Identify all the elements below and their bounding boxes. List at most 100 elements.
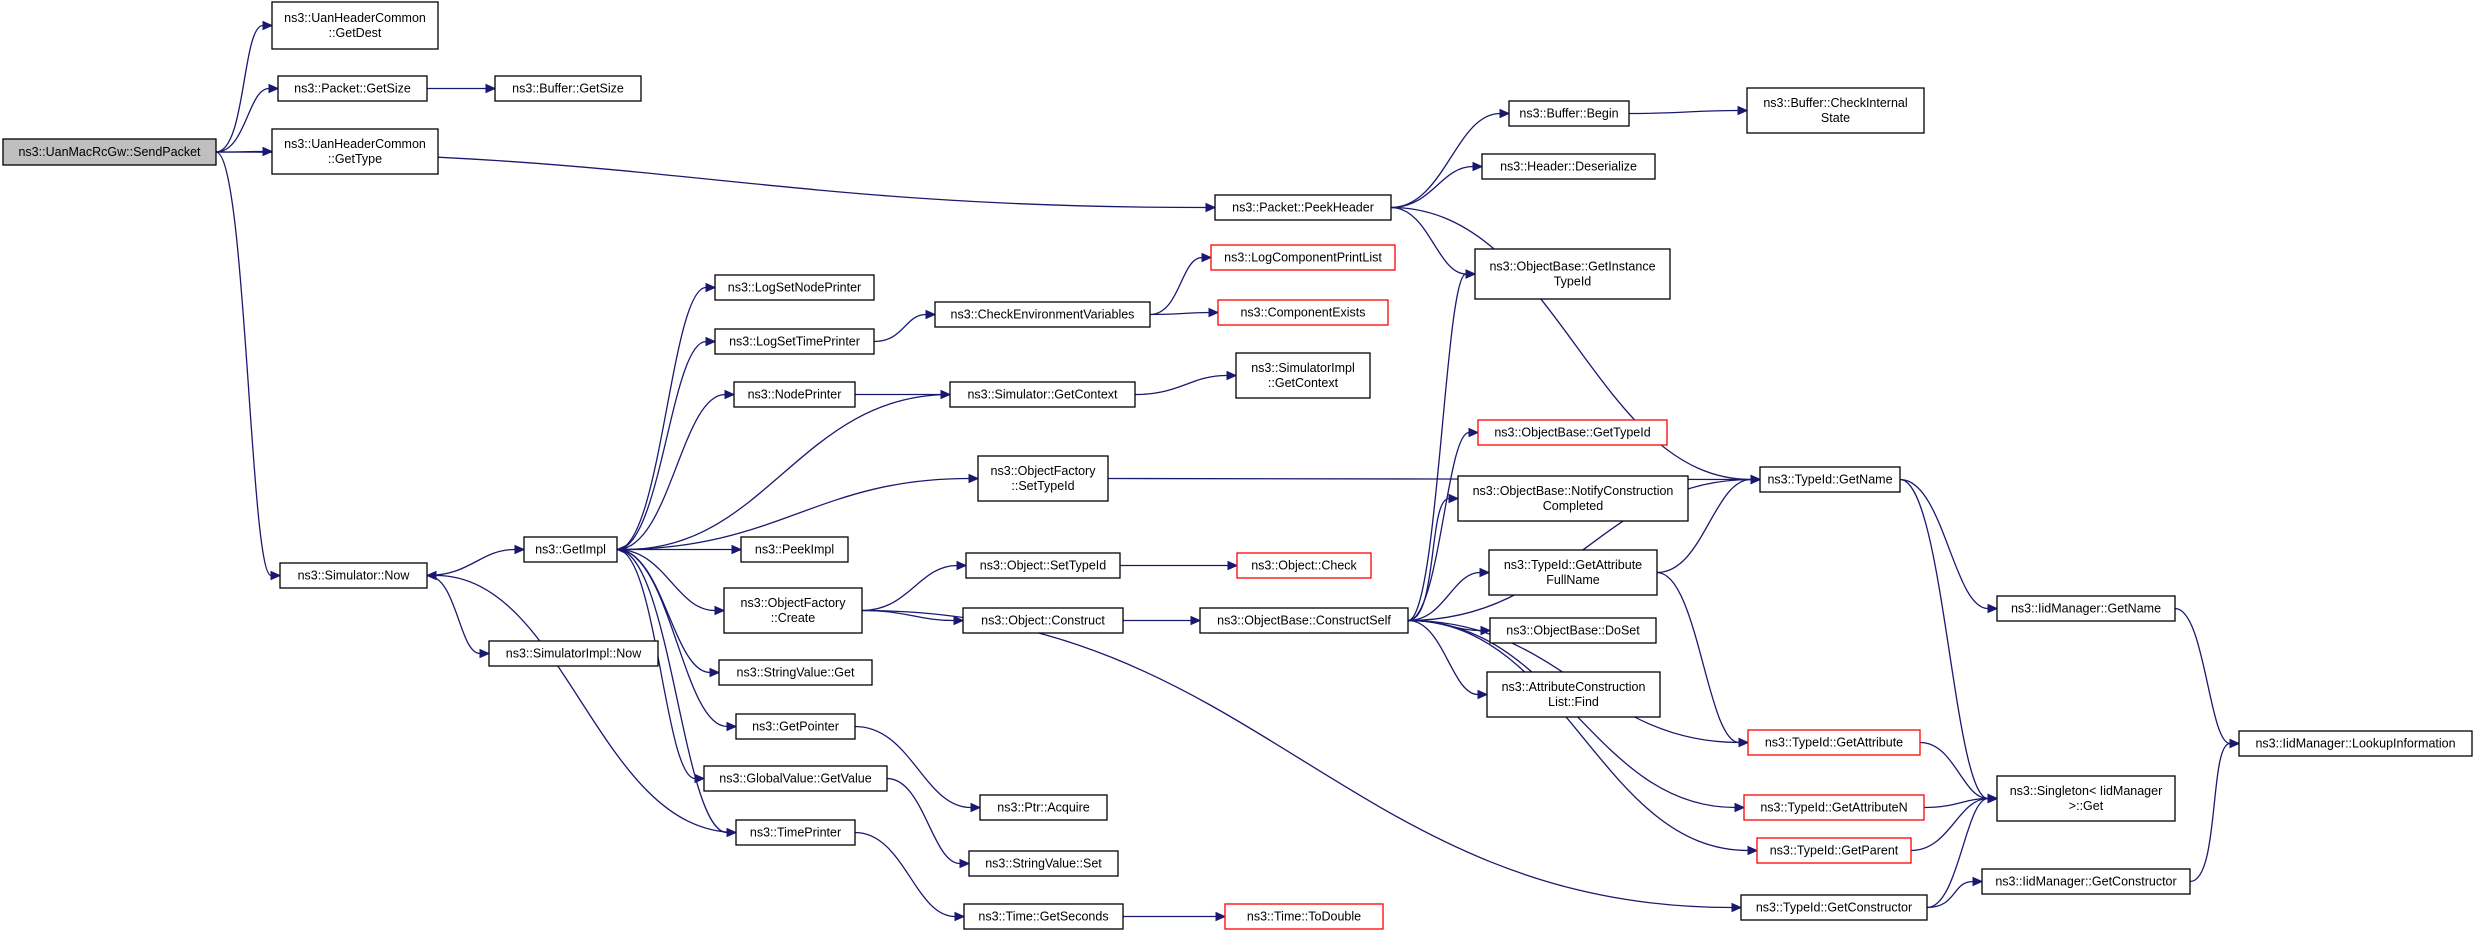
node-ns3-stringvalue-set[interactable]: ns3::StringValue::Set	[968, 850, 1119, 877]
edge-line	[1407, 571, 1481, 622]
node-ns3-objectbase-doset[interactable]: ns3::ObjectBase::DoSet	[1489, 617, 1657, 644]
node-ns3-peekimpl[interactable]: ns3::PeekImpl	[740, 536, 849, 563]
node-ns3-stringvalue-get[interactable]: ns3::StringValue::Get	[718, 659, 873, 686]
edge-line	[1926, 880, 1974, 909]
node-label: ns3::Singleton< IidManager	[2010, 784, 2163, 798]
node-ns3-iidmanager-lookupinformation[interactable]: ns3::IidManager::LookupInformation	[2238, 730, 2473, 757]
node-ns3-packet-getsize[interactable]: ns3::Packet::GetSize	[277, 75, 428, 102]
node-ns3-logsettimeprinter[interactable]: ns3::LogSetTimePrinter	[714, 328, 875, 355]
node-ns3-objectfactory-create[interactable]: ns3::ObjectFactory::Create	[723, 587, 863, 634]
node-ns3-simulatorimpl-getcontext[interactable]: ns3::SimulatorImpl::GetContext	[1235, 352, 1371, 399]
edge-ns3-simulator-now-to-ns3-getimpl	[426, 544, 526, 577]
node-ns3-time-todouble[interactable]: ns3::Time::ToDouble	[1224, 903, 1384, 930]
node-box	[1235, 352, 1371, 399]
node-ns3-packet-peekheader[interactable]: ns3::Packet::PeekHeader	[1214, 194, 1392, 221]
node-label: ns3::LogSetTimePrinter	[729, 335, 860, 349]
node-ns3-simulatorimpl-now[interactable]: ns3::SimulatorImpl::Now	[488, 640, 659, 667]
edge-line	[1628, 109, 1739, 115]
node-ns3-uanheadercommon-getdest[interactable]: ns3::UanHeaderCommon::GetDest	[271, 1, 439, 50]
node-ns3-objectfactory-settypeid[interactable]: ns3::ObjectFactory::SetTypeId	[977, 455, 1109, 502]
edge-ns3-getimpl-to-ns3-timeprinter	[616, 548, 738, 838]
node-label: ns3::ObjectBase::GetInstance	[1489, 260, 1655, 274]
node-label: ns3::LogComponentPrintList	[1224, 251, 1382, 265]
edge-arrowhead	[1734, 802, 1746, 813]
edge-ns3-iidmanager-getname-to-ns3-iidmanager-lookupinformation	[2174, 607, 2241, 749]
edge-ns3-object-construct-to-ns3-objectbase-constructself	[1122, 615, 1202, 626]
node-ns3-ptr-acquire[interactable]: ns3::Ptr::Acquire	[979, 794, 1108, 821]
node-ns3-objectbase-gettypeid[interactable]: ns3::ObjectBase::GetTypeId	[1477, 419, 1668, 446]
node-box	[949, 381, 1136, 408]
node-box	[963, 903, 1124, 930]
edge-arrowhead	[959, 858, 971, 869]
node-ns3-objectbase-notifyconstructioncompleted[interactable]: ns3::ObjectBase::NotifyConstructionCompl…	[1457, 475, 1689, 522]
edge-arrowhead	[1972, 876, 1984, 887]
node-box	[1486, 671, 1661, 718]
edge-arrowhead	[1205, 202, 1217, 213]
node-ns3-getpointer[interactable]: ns3::GetPointer	[735, 713, 856, 740]
edge-arrowhead	[1190, 615, 1202, 626]
node-ns3-simulator-getcontext[interactable]: ns3::Simulator::GetContext	[949, 381, 1136, 408]
node-ns3-typeid-getattributen[interactable]: ns3::TypeId::GetAttributeN	[1743, 794, 1925, 821]
node-ns3-logsetnodeprinter[interactable]: ns3::LogSetNodePrinter	[714, 274, 875, 301]
node-ns3-time-getseconds[interactable]: ns3::Time::GetSeconds	[963, 903, 1124, 930]
edge-arrowhead	[925, 309, 937, 320]
node-box	[733, 381, 856, 408]
node-ns3-buffer-getsize[interactable]: ns3::Buffer::GetSize	[494, 75, 642, 102]
node-label: ns3::Ptr::Acquire	[997, 801, 1089, 815]
node-ns3-typeid-getparent[interactable]: ns3::TypeId::GetParent	[1756, 837, 1912, 864]
node-ns3-logcomponentprintlist[interactable]: ns3::LogComponentPrintList	[1210, 244, 1396, 271]
node-ns3-getimpl[interactable]: ns3::GetImpl	[523, 536, 618, 563]
node-ns3-iidmanager-getconstructor[interactable]: ns3::IidManager::GetConstructor	[1981, 868, 2191, 895]
node-label: ns3::StringValue::Set	[985, 857, 1102, 871]
edge-ns3-objectbase-constructself-to-ns3-attributeconstructionlist-find	[1407, 619, 1489, 700]
node-ns3-object-check[interactable]: ns3::Object::Check	[1236, 552, 1372, 579]
node-label: ns3::TypeId::GetAttribute	[1504, 558, 1642, 572]
edge-ns3-typeid-getattributefullname-to-ns3-typeid-getattribute	[1656, 571, 1750, 748]
node-ns3-componentexists[interactable]: ns3::ComponentExists	[1217, 299, 1389, 326]
node-ns3-singleton-iidmanager-get[interactable]: ns3::Singleton< IidManager>::Get	[1996, 775, 2176, 822]
node-ns3-object-construct[interactable]: ns3::Object::Construct	[962, 607, 1124, 634]
node-box	[735, 819, 856, 846]
edge-line	[616, 477, 970, 551]
node-box	[1477, 419, 1668, 446]
node-ns3-globalvalue-getvalue[interactable]: ns3::GlobalValue::GetValue	[703, 765, 888, 792]
edge-ns3-globalvalue-getvalue-to-ns3-stringvalue-set	[886, 777, 971, 869]
node-ns3-uanmacrcgw-sendpacket[interactable]: ns3::UanMacRcGw::SendPacket	[2, 138, 217, 166]
node-ns3-header-deserialize[interactable]: ns3::Header::Deserialize	[1481, 153, 1656, 180]
node-box	[962, 607, 1124, 634]
node-ns3-typeid-getconstructor[interactable]: ns3::TypeId::GetConstructor	[1740, 894, 1928, 921]
node-ns3-typeid-getname[interactable]: ns3::TypeId::GetName	[1759, 466, 1901, 493]
edge-ns3-time-getseconds-to-ns3-time-todouble	[1123, 911, 1227, 922]
node-ns3-typeid-getattribute[interactable]: ns3::TypeId::GetAttribute	[1747, 729, 1921, 756]
node-ns3-uanheadercommon-gettype[interactable]: ns3::UanHeaderCommon::GetType	[271, 128, 439, 175]
node-box	[718, 659, 873, 686]
node-label: ns3::ComponentExists	[1240, 306, 1365, 320]
node-ns3-object-settypeid[interactable]: ns3::Object::SetTypeId	[965, 552, 1121, 579]
node-ns3-nodeprinter[interactable]: ns3::NodePrinter	[733, 381, 856, 408]
node-label: Completed	[1543, 499, 1603, 513]
edge-arrowhead	[953, 615, 965, 626]
node-label: ns3::TypeId::GetConstructor	[1756, 901, 1912, 915]
node-box	[1489, 617, 1657, 644]
node-label: ns3::Buffer::CheckInternal	[1763, 96, 1907, 110]
edge-line	[1407, 619, 1749, 852]
node-ns3-timeprinter[interactable]: ns3::TimePrinter	[735, 819, 856, 846]
node-ns3-checkenvironmentvariables[interactable]: ns3::CheckEnvironmentVariables	[934, 301, 1151, 328]
edge-line	[616, 548, 716, 612]
node-ns3-objectbase-constructself[interactable]: ns3::ObjectBase::ConstructSelf	[1199, 607, 1409, 634]
edge-line	[435, 574, 737, 834]
node-ns3-buffer-begin[interactable]: ns3::Buffer::Begin	[1508, 100, 1630, 127]
node-ns3-iidmanager-getname[interactable]: ns3::IidManager::GetName	[1996, 595, 2176, 622]
edge-line	[1407, 497, 1450, 622]
node-label: TypeId	[1554, 275, 1592, 289]
node-label: ::GetContext	[1268, 376, 1339, 390]
node-box	[1481, 153, 1656, 180]
node-ns3-simulator-now[interactable]: ns3::Simulator::Now	[279, 562, 428, 589]
edge-line	[616, 393, 726, 551]
node-box	[2, 138, 217, 166]
